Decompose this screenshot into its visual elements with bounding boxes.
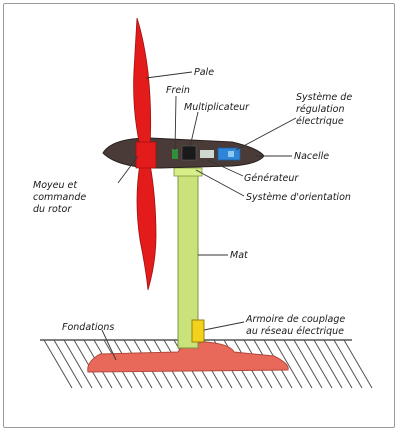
hatch-mark <box>43 339 73 389</box>
mast-top <box>173 167 203 177</box>
label-regulation-2: régulation <box>296 104 344 115</box>
hatch-mark <box>63 339 93 389</box>
label-mat: Mat <box>230 250 249 261</box>
hatch-mark <box>333 339 363 389</box>
label-generateur: Générateur <box>244 173 299 184</box>
hatch-mark <box>73 339 103 389</box>
hatch-mark <box>273 339 303 389</box>
label-multiplicateur: Multiplicateur <box>184 102 250 113</box>
leader-lines <box>101 71 297 361</box>
label-pale: Pale <box>194 67 214 78</box>
blade-lower <box>136 163 157 291</box>
label-regulation-1: Système de <box>296 92 352 103</box>
label-frein: Frein <box>166 85 190 96</box>
regulation-detail <box>228 151 234 157</box>
electrical-cabinet <box>191 319 205 343</box>
blade-upper <box>133 17 152 147</box>
label-moyeu-1: Moyeu et <box>33 180 78 191</box>
hatch-mark <box>313 339 343 389</box>
hatch-mark <box>343 339 373 389</box>
label-moyeu-3: du rotor <box>33 204 72 215</box>
hatch-mark <box>303 339 333 389</box>
hatch-mark <box>293 339 323 389</box>
gearbox-part <box>181 145 197 161</box>
label-fondations: Fondations <box>62 322 114 333</box>
label-nacelle: Nacelle <box>294 151 329 162</box>
label-moyeu-2: commande <box>33 192 86 203</box>
label-armoire-1: Armoire de couplage <box>245 314 345 325</box>
hatch-mark <box>323 339 353 389</box>
rotor-hub <box>135 141 157 169</box>
hatch-mark <box>53 339 83 389</box>
brake-part <box>172 149 178 159</box>
hatch-mark <box>283 339 313 389</box>
label-regulation-3: électrique <box>296 116 344 127</box>
generator-part <box>200 150 214 158</box>
label-armoire-2: au réseau électrique <box>246 326 344 337</box>
label-orientation: Système d'orientation <box>246 192 351 203</box>
